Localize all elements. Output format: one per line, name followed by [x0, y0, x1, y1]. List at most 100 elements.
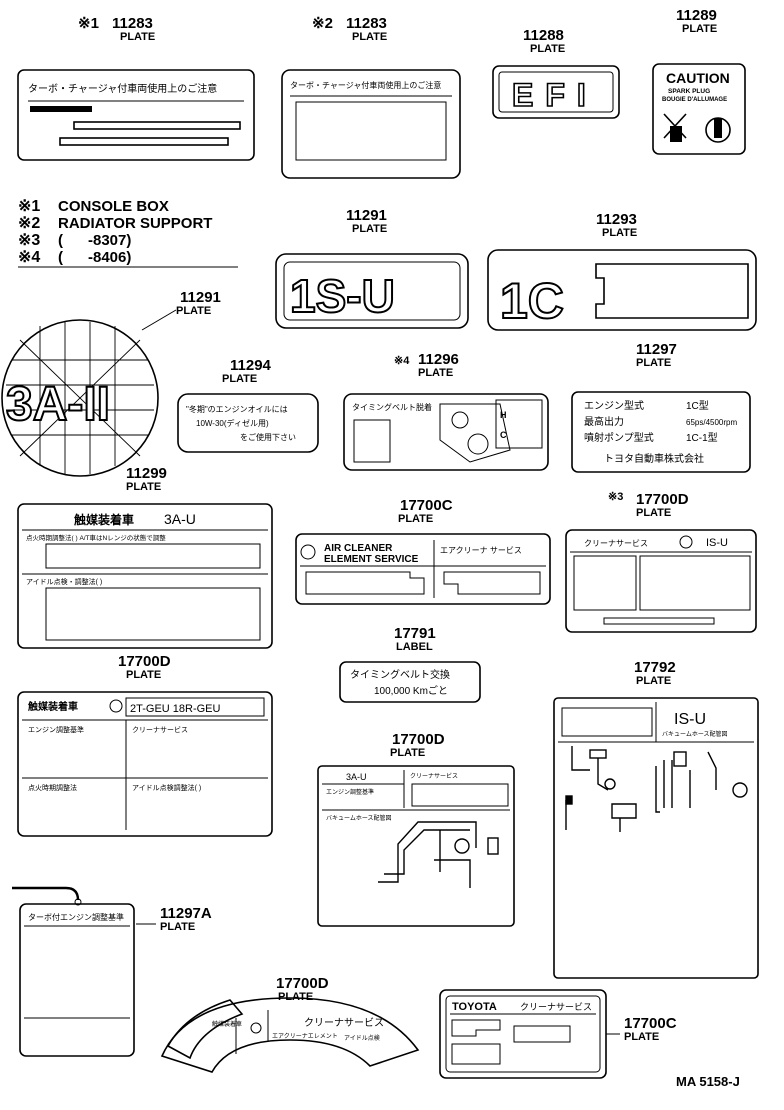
part-11291-3a-ii: 11291 PLATE 3A-II: [1, 289, 221, 477]
note-mark: ※1: [18, 198, 40, 215]
part-11296-timing-belt: ※4 11296 PLATE タイミングベルト脱着 H C: [343, 351, 549, 471]
part-number: 17700D: [118, 653, 171, 670]
part-kind: PLATE: [624, 1031, 659, 1043]
curved-text2: クリーナサービス: [304, 1017, 384, 1029]
part-kind: PLATE: [352, 31, 387, 43]
part-number: 17791: [394, 625, 436, 642]
part-number: 11294: [230, 357, 272, 374]
section1: 点火時期調整法( ) A/T車はNレンジの状態で調整: [26, 533, 166, 542]
part-number: 11283: [346, 15, 387, 32]
part-number: 17700C: [400, 497, 453, 514]
line1: "冬期"のエンジンオイルには: [186, 404, 288, 414]
part-kind: PLATE: [126, 481, 161, 493]
part-kind: PLATE: [390, 747, 425, 759]
vacuum-hose-diagram: [565, 746, 748, 832]
curved-text1: 触媒装着車: [212, 1020, 242, 1028]
hose-diagram: [378, 821, 499, 888]
plate-text: 3A-II: [6, 378, 110, 431]
part-number: 11291: [346, 207, 387, 224]
part-11291-1s-u: 11291 PLATE 1S-U: [275, 207, 469, 329]
part-number: 17792: [634, 659, 676, 676]
note-mark: ※4: [18, 249, 40, 266]
plate-text: 1S-U: [290, 270, 395, 322]
part-11288-efi: 11288 PLATE EFI: [492, 27, 620, 119]
note-mark: ※3: [18, 232, 40, 249]
curved-text4: アイドル点検: [344, 1034, 380, 1042]
part-kind: PLATE: [530, 43, 565, 55]
part-number: 11297A: [160, 905, 212, 922]
part-17700c-toyota: 17700C PLATE TOYOTA クリーナサービス: [439, 989, 677, 1079]
line1: タイミングベルト交換: [350, 668, 450, 681]
plate-jp: クリーナサービス: [410, 772, 458, 780]
part-11289-caution: 11289 PLATE CAUTION SPARK PLUG BOUGIE D'…: [652, 7, 746, 155]
cell3: 点火時期調整法: [28, 783, 77, 792]
part-number: 11288: [523, 27, 564, 44]
cell4: アイドル点検調整法( ): [132, 783, 201, 792]
part-11293-1c: 11293 PLATE 1C: [487, 211, 757, 331]
section2: アイドル点検・調整法( ): [26, 577, 102, 586]
plate-title: CAUTION: [666, 70, 730, 86]
row3-label: 噴射ポンプ型式: [584, 431, 654, 444]
note-mark: ※2: [18, 215, 40, 232]
plate-jp: エアクリーナ サービス: [440, 546, 522, 555]
part-kind: PLATE: [352, 223, 387, 235]
part-kind: PLATE: [120, 31, 155, 43]
part-number: 11299: [126, 465, 167, 482]
row2-value: 65ps/4500rpm: [686, 418, 737, 427]
part-number: 11291: [180, 289, 221, 306]
note-text: RADIATOR SUPPORT: [58, 215, 212, 232]
plate-sub: バキュームホース配管図: [662, 730, 728, 738]
row1-label: エンジン型式: [584, 399, 644, 412]
note-text: ( -8307): [58, 232, 131, 249]
part-number: 11289: [676, 7, 717, 24]
line1: AIR CLEANER: [324, 543, 393, 554]
part-11294: 11294 PLATE "冬期"のエンジンオイルには 10W-30(ディゼル用)…: [177, 357, 319, 453]
notes-legend: ※1 CONSOLE BOX ※2 RADIATOR SUPPORT ※3 ( …: [18, 198, 238, 268]
note-text: ( -8406): [58, 249, 131, 266]
part-kind: PLATE: [222, 373, 257, 385]
part-11283-console-box: ※1 11283 PLATE ターボ・チャージャ付車両使用上のご注意: [17, 15, 255, 161]
cell1: エンジン調整基準: [28, 725, 84, 734]
part-kind: PLATE: [398, 513, 433, 525]
plate-brand: TOYOTA: [452, 1001, 497, 1013]
plate-text: 1C: [500, 273, 564, 329]
part-number: 17700C: [624, 1015, 677, 1032]
plate-text: ターボ・チャージャ付車両使用上のご注意: [28, 82, 217, 95]
part-17791-label: 17791 LABEL タイミングベルト交換 100,000 Kmごと: [339, 625, 481, 703]
part-number: 11296: [418, 351, 459, 368]
part-mark: ※1: [78, 15, 99, 32]
plate-text: タイミングベルト脱着: [352, 402, 432, 412]
part-number: 11297: [636, 341, 677, 358]
part-11299-3a-u: 11299 PLATE 触媒装着車 3A-U 点火時期調整法( ) A/T車はN…: [17, 465, 273, 649]
plate-line1: SPARK PLUG: [668, 88, 710, 95]
cell2: クリーナサービス: [132, 725, 188, 734]
line2: 100,000 Kmごと: [374, 684, 448, 697]
part-mark: ※4: [394, 355, 410, 367]
part-17792-is-u: 17792 PLATE IS-U バキュームホース配管図: [553, 659, 759, 979]
plate-hose: バキュームホース配管図: [326, 814, 392, 822]
plate-engine: 2T-GEU 18R-GEU: [130, 703, 221, 715]
part-kind: PLATE: [636, 507, 671, 519]
svg-text:C: C: [500, 430, 507, 440]
part-number: 11283: [112, 15, 153, 32]
plate-engine: IS-U: [706, 537, 728, 549]
wire-icon: [12, 886, 82, 906]
line3: をご使用下さい: [240, 432, 296, 442]
part-17700d-2t-geu: 17700D PLATE 触媒装着車 2T-GEU 18R-GEU エンジン調整…: [17, 653, 273, 837]
row1-value: 1C型: [686, 399, 709, 412]
plate-jp: クリーナサービス: [520, 1002, 592, 1012]
part-number: 17700D: [392, 731, 445, 748]
plate-sub: エンジン調整基準: [326, 788, 374, 796]
part-kind: PLATE: [160, 921, 195, 933]
line2: ELEMENT SERVICE: [324, 554, 419, 565]
part-number: 17700D: [276, 975, 329, 992]
part-kind: PLATE: [682, 23, 717, 35]
spark-plug-icon: [663, 113, 731, 143]
plate-engine: 3A-U: [346, 772, 367, 782]
plate-title: 触媒装着車: [74, 512, 134, 527]
plate-engine: IS-U: [674, 711, 706, 728]
plate-jp: クリーナサービス: [584, 539, 648, 548]
part-11283-radiator-support: ※2 11283 PLATE ターボ・チャージャ付車両使用上のご注意: [281, 15, 461, 179]
